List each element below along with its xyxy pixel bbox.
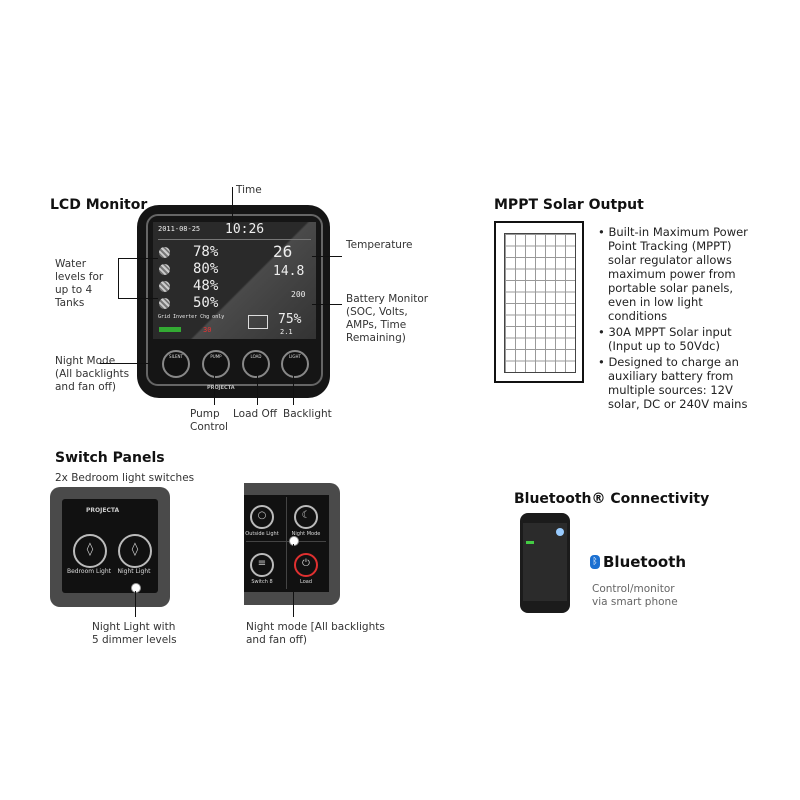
bedroom-light-button[interactable]: ◊ <box>73 534 107 568</box>
tank-icon <box>159 298 170 309</box>
bedroom-switch-panel: PROJECTA ◊ ◊ Bedroom Light Night Light <box>50 487 170 607</box>
lcd-time-remaining: 2.1 <box>280 328 293 336</box>
backlight-label: Backlight <box>283 408 332 420</box>
switch-8-label: Switch 8 <box>251 579 273 585</box>
tank-2-level: 80% <box>193 261 219 277</box>
mppt-bullets: • Built-in Maximum Power Point Tracking … <box>598 225 763 413</box>
bedroom-light-label: Bedroom Light <box>66 568 112 575</box>
brand-logo: PROJECTA <box>86 507 120 514</box>
brand-logo: PROJECTA <box>207 385 235 391</box>
lcd-monitor-title: LCD Monitor <box>50 197 148 213</box>
outside-light-button[interactable]: ○ <box>250 505 274 529</box>
water-levels-label: Water levels for up to 4 Tanks <box>55 258 104 309</box>
switch-panels-title: Switch Panels <box>55 450 165 466</box>
lcd-screen: 2011-08-25 10:26 78% 80% 48% 50% 26 14.8… <box>153 222 316 339</box>
silent-button[interactable]: SILENT <box>162 350 190 378</box>
smartphone-image <box>520 513 570 613</box>
load-power-button[interactable]: ⏻ <box>294 553 318 577</box>
outside-light-label: Outside Light <box>245 531 279 537</box>
bluetooth-caption: Control/monitor via smart phone <box>592 583 678 608</box>
mppt-bullet: • 30A MPPT Solar input (Input up to 50Vd… <box>598 325 732 353</box>
lcd-tanks: 78% 80% 48% 50% <box>193 244 218 312</box>
lcd-time: 10:26 <box>225 222 265 237</box>
pump-button[interactable]: PUMP <box>202 350 230 378</box>
switch-8-button[interactable]: ≡ <box>250 553 274 577</box>
tank-icon <box>159 247 170 258</box>
mppt-bullet: • Designed to charge an auxiliary batter… <box>598 355 748 411</box>
lcd-monitor-device: 2011-08-25 10:26 78% 80% 48% 50% 26 14.8… <box>137 205 330 398</box>
load-off-label: Load Off <box>233 408 278 420</box>
night-mode-button[interactable]: ☾ <box>294 505 318 529</box>
switch-panels-subtitle: 2x Bedroom light switches <box>55 472 195 484</box>
lcd-status: Grid Inverter Chg only <box>158 314 225 320</box>
lcd-amps: 200 <box>291 290 306 299</box>
solar-panel-image <box>494 221 584 383</box>
lcd-alarm: 30 <box>203 326 212 334</box>
pump-control-label: Pump Control <box>190 408 228 433</box>
tank-icon <box>159 281 170 292</box>
tank-icon <box>159 264 170 275</box>
night-mode-panel-label: Night mode [All backlights and fan off) <box>246 621 385 646</box>
tank-3-level: 48% <box>193 278 219 294</box>
load-button[interactable]: LOAD <box>242 350 270 378</box>
battery-monitor-label: Battery Monitor (SOC, Volts, AMPs, Time … <box>346 293 429 344</box>
four-switch-panel: ○ ☾ ≡ ⏻ Outside Light Night Mode Switch … <box>244 483 340 605</box>
lcd-soc: 75% <box>278 312 302 327</box>
night-light-button[interactable]: ◊ <box>118 534 152 568</box>
battery-icon <box>248 315 268 329</box>
temperature-label: Temperature <box>346 239 413 251</box>
light-button[interactable]: LIGHT <box>281 350 309 378</box>
time-label: Time <box>236 184 262 196</box>
bluetooth-icon: ᛒ <box>590 555 600 569</box>
night-light-label: Night Light <box>117 568 151 575</box>
tank-4-level: 50% <box>193 295 219 311</box>
night-mode-label: Night Mode (All backlights and fan off) <box>55 355 130 393</box>
tank-1-level: 78% <box>193 244 219 260</box>
night-light-dimmer-label: Night Light with 5 dimmer levels <box>92 621 177 646</box>
lcd-date: 2011-08-25 <box>158 225 201 233</box>
bluetooth-title: Bluetooth® Connectivity <box>514 491 710 507</box>
load-label: Load <box>300 579 312 585</box>
lcd-temperature: 26 <box>273 242 293 261</box>
mppt-title: MPPT Solar Output <box>494 197 644 213</box>
bluetooth-logo-text: Bluetooth <box>603 553 687 571</box>
night-mode-button-label: Night Mode <box>291 531 321 537</box>
lcd-voltage: 14.8 <box>273 264 305 279</box>
lcd-charge-icon <box>159 327 181 332</box>
mppt-bullet: • Built-in Maximum Power Point Tracking … <box>598 225 748 323</box>
